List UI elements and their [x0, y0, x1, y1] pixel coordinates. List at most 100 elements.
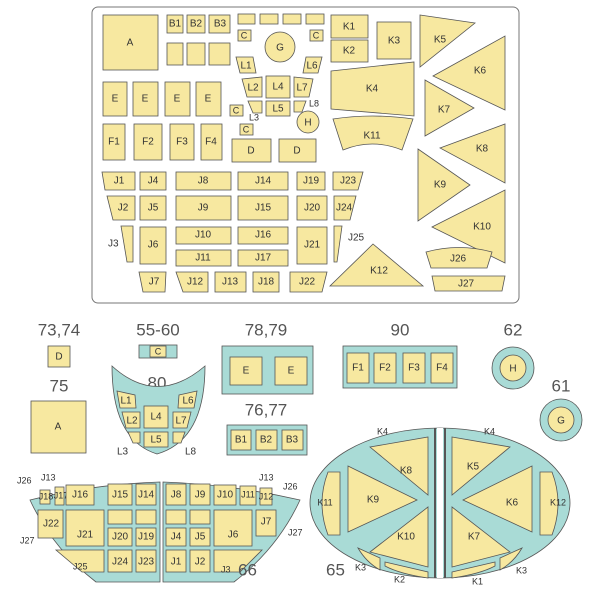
mask-k7-label: K7 — [438, 105, 451, 116]
mask-j22 — [289, 271, 328, 293]
mask-j6-66 — [213, 509, 253, 547]
mask-j4-66 — [165, 527, 187, 547]
mask-j25-label: J25 — [348, 233, 365, 244]
label-j13-right: J13 — [259, 472, 274, 482]
mask-f2 — [133, 123, 163, 161]
mask-l3-80-label: L3 — [117, 447, 129, 458]
mask-b3-76-label: B3 — [286, 435, 299, 446]
mask-j23 — [332, 171, 364, 191]
mask-k10 — [431, 189, 506, 264]
mask-j5-label: J5 — [148, 203, 159, 214]
mask-j21 — [296, 226, 328, 265]
mask-strip — [237, 13, 256, 25]
mask-d-label: D — [293, 146, 300, 157]
mask-k5 — [419, 14, 476, 68]
mask-j3-66 — [213, 549, 263, 573]
mask-l4-label: L4 — [272, 82, 284, 93]
label-j3-right: J3 — [221, 564, 231, 574]
mask-k4 — [330, 61, 415, 117]
mask-j9-66-label: J9 — [195, 490, 206, 501]
mask-g-label: G — [276, 43, 284, 54]
mask-j27-label: J27 — [458, 279, 475, 290]
mask-k3 — [376, 21, 412, 60]
mask-b2-76 — [255, 429, 278, 451]
mask-k1 — [330, 14, 369, 39]
mask-b1 — [166, 14, 184, 34]
mask-j7-66 — [255, 509, 277, 537]
mask-j11-66-label: J11 — [241, 489, 255, 499]
mask-b1-76 — [230, 429, 252, 451]
mask-l2-80 — [121, 411, 141, 429]
mask-b1-label: B1 — [169, 19, 182, 30]
mask-k5-label: K5 — [434, 35, 447, 46]
mask-k3-65-right — [499, 547, 523, 571]
frame-65-divider-right — [444, 428, 446, 578]
mask-a — [102, 14, 159, 71]
mask-e — [195, 81, 222, 117]
mask-k6 — [432, 35, 506, 111]
frame-65-divider-left — [434, 428, 436, 578]
mask-l3-label: L3 — [249, 112, 259, 122]
mask-j9-66 — [189, 483, 211, 506]
mask-l1-80-label: L1 — [120, 396, 132, 407]
mask-j9-label: J9 — [198, 203, 209, 214]
group-label-55-60: 55-60 — [136, 320, 179, 339]
mask-c — [239, 123, 254, 136]
mask-g — [264, 31, 296, 63]
mask-e — [132, 81, 159, 117]
mask-j14-66-label: J14 — [138, 490, 155, 501]
group-label-73-74: 73,74 — [38, 320, 81, 339]
mask-j14-label: J14 — [255, 176, 272, 187]
mask-j24 — [333, 195, 357, 221]
mask-j24-66 — [107, 549, 133, 573]
mask-strip — [305, 13, 325, 25]
mask-k11-65 — [321, 471, 341, 536]
mask-k2-label: K2 — [343, 46, 356, 57]
mask-h-label: H — [304, 118, 311, 129]
mask-j13-label: J13 — [222, 277, 239, 288]
mask-j16 — [237, 226, 289, 245]
mask-j18-66-label: J18 — [39, 491, 54, 501]
mask-l6-80-label: L6 — [182, 396, 194, 407]
mask-k9 — [417, 148, 471, 222]
mask-j4 — [139, 171, 167, 191]
label-k2-left: K2 — [394, 574, 405, 584]
label-j26-right: J26 — [283, 481, 298, 491]
mask-l7-label: L7 — [296, 83, 308, 94]
mask-h-62 — [499, 354, 527, 382]
mask-e-label: E — [174, 94, 181, 105]
mask-l8-80-label: L8 — [185, 447, 197, 458]
mask-j25-shape — [333, 225, 343, 263]
mask-f4-90-label: F4 — [436, 363, 448, 374]
label-j26-left: J26 — [17, 475, 32, 485]
mask-j4-66 — [165, 509, 187, 525]
mask-c-label: C — [241, 30, 248, 40]
mask-k2 — [330, 39, 369, 63]
mask-c — [309, 29, 324, 42]
mask-j7-66-label: J7 — [261, 517, 272, 528]
mask-j4-label: J4 — [148, 176, 159, 187]
mask-j19-66-label: J19 — [138, 532, 155, 543]
mask-k12-65-label: K12 — [550, 497, 566, 507]
mask-f1 — [102, 123, 126, 161]
mask-j18-label: J18 — [258, 277, 275, 288]
mask-j11 — [175, 249, 232, 267]
mask-j12-66-label: J12 — [259, 491, 274, 501]
group-label-76-77: 76,77 — [245, 400, 288, 419]
mask-k4-label: K4 — [366, 84, 379, 95]
mask-j8-66-label: J8 — [171, 490, 182, 501]
mask-k7-65-label: K7 — [468, 532, 481, 543]
mask-j12-66 — [259, 487, 273, 506]
mask-j18 — [252, 271, 280, 293]
mask-j16-66 — [65, 484, 95, 506]
mask-j19-66 — [135, 509, 157, 525]
mask-j22-label: J22 — [299, 277, 316, 288]
mask-j14 — [237, 171, 289, 191]
mask-j17-66-label: J17 — [54, 490, 69, 500]
mask-c-55-60 — [149, 345, 167, 358]
mask-l4-80 — [143, 405, 169, 429]
mask-b2-76-label: B2 — [260, 435, 273, 446]
mask-f1-label: F1 — [108, 137, 120, 148]
mask-d-73-74 — [47, 345, 71, 368]
label-j27-left: J27 — [20, 535, 35, 545]
